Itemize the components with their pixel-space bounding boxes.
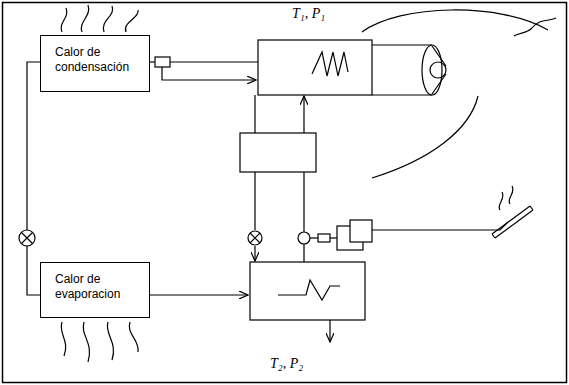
sketch-line xyxy=(514,18,556,36)
outlet-pipe xyxy=(329,320,330,342)
pump-symbol xyxy=(298,232,310,244)
smoke-lines xyxy=(499,186,513,210)
motor-box xyxy=(350,220,372,242)
pipe xyxy=(254,95,255,230)
valve xyxy=(155,57,170,67)
bypass-pipe xyxy=(162,67,256,80)
pipe xyxy=(303,172,304,262)
state-label: T₁, P₁ xyxy=(290,6,327,22)
cylinder xyxy=(372,45,432,95)
pipe xyxy=(170,61,258,62)
pipe xyxy=(150,61,155,62)
frame xyxy=(3,3,567,383)
wire xyxy=(372,222,508,230)
pipe xyxy=(303,96,304,133)
wheel xyxy=(430,62,446,78)
valve-symbol xyxy=(248,231,262,245)
middle-box xyxy=(240,133,316,172)
cylinder-end xyxy=(422,45,442,95)
sketch-line xyxy=(372,96,478,178)
evaporator-exchanger xyxy=(250,262,365,320)
expansion-valve xyxy=(19,230,35,246)
cylinder-end xyxy=(432,46,446,94)
heat-lines xyxy=(61,322,138,362)
pipe xyxy=(310,237,318,238)
state-label: T₂, P₂ xyxy=(268,356,305,372)
coil xyxy=(312,52,348,76)
process-box: Calor de condensación xyxy=(40,35,150,92)
box-label: Calor de evaporacion xyxy=(41,263,149,310)
pipe xyxy=(254,246,255,261)
sketch-line xyxy=(362,10,548,32)
process-box: Calor de evaporacion xyxy=(40,262,150,318)
heat-lines xyxy=(61,5,138,32)
stick xyxy=(492,206,533,238)
heat-exchanger xyxy=(258,40,372,95)
pipe xyxy=(150,294,248,295)
coil xyxy=(278,280,340,300)
pipe-connector xyxy=(27,62,40,295)
box-label: Calor de condensación xyxy=(41,36,149,83)
connector-symbol xyxy=(318,234,330,242)
pipe xyxy=(330,237,337,238)
